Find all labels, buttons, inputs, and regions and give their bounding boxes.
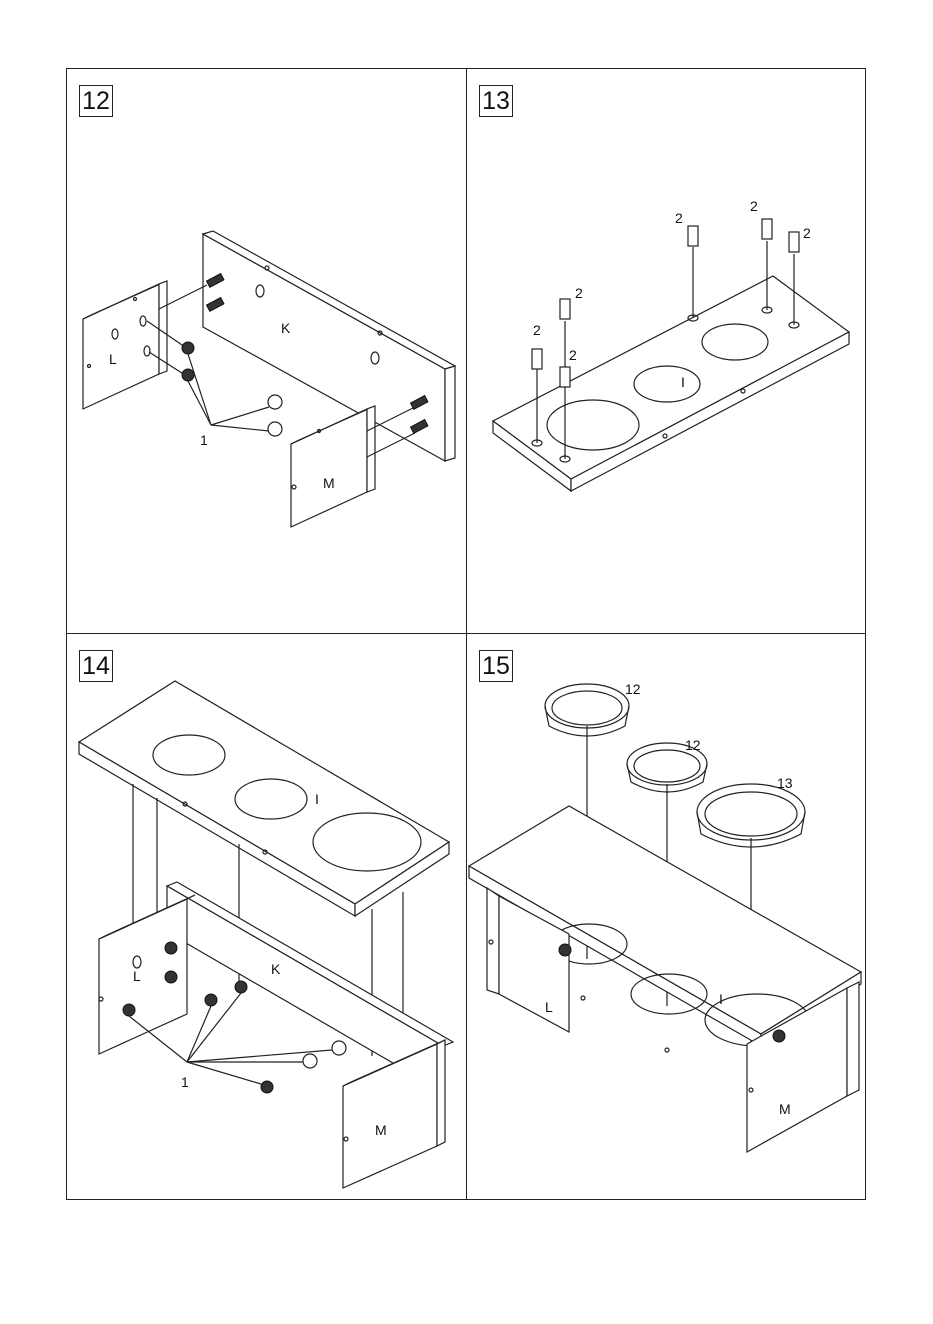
- step-13-illustration: I 2 2 2 2 2 2: [467, 69, 867, 634]
- label-part-12: 12: [685, 737, 701, 753]
- shelf-board-i-icon: [79, 681, 449, 916]
- label-m: M: [779, 1101, 791, 1117]
- step-12-illustration: L K M 1: [67, 69, 467, 634]
- assembly-instructions-sheet: 12: [66, 68, 866, 1200]
- label-l: L: [109, 351, 117, 367]
- label-m: M: [375, 1122, 387, 1138]
- label-i: I: [681, 374, 685, 390]
- shelf-board-i-icon: [493, 276, 849, 491]
- label-i: I: [719, 991, 723, 1007]
- label-part-2: 2: [575, 285, 583, 301]
- side-panel-l-icon: [83, 281, 167, 409]
- label-part-2: 2: [569, 347, 577, 363]
- step-15-illustration: L I M 12 12 13: [467, 634, 867, 1199]
- label-part-2: 2: [803, 225, 811, 241]
- step-14-illustration: L K I M 1: [67, 634, 467, 1199]
- label-l: L: [133, 968, 141, 984]
- step-13-panel: 13: [467, 69, 865, 634]
- label-l: L: [545, 999, 553, 1015]
- label-m: M: [323, 475, 335, 491]
- label-part-1: 1: [181, 1074, 189, 1090]
- label-part-12: 12: [625, 681, 641, 697]
- label-part-2: 2: [750, 198, 758, 214]
- label-part-13: 13: [777, 775, 793, 791]
- step-12-panel: 12: [67, 69, 467, 634]
- label-i: I: [315, 791, 319, 807]
- label-k: K: [281, 320, 291, 336]
- step-14-panel: 14: [67, 634, 467, 1199]
- side-panel-m-icon: [343, 1040, 445, 1188]
- label-part-1: 1: [200, 432, 208, 448]
- label-part-2: 2: [533, 322, 541, 338]
- label-k: K: [271, 961, 281, 977]
- step-15-panel: 15: [467, 634, 865, 1199]
- side-panel-m-icon: [291, 406, 375, 527]
- label-part-2: 2: [675, 210, 683, 226]
